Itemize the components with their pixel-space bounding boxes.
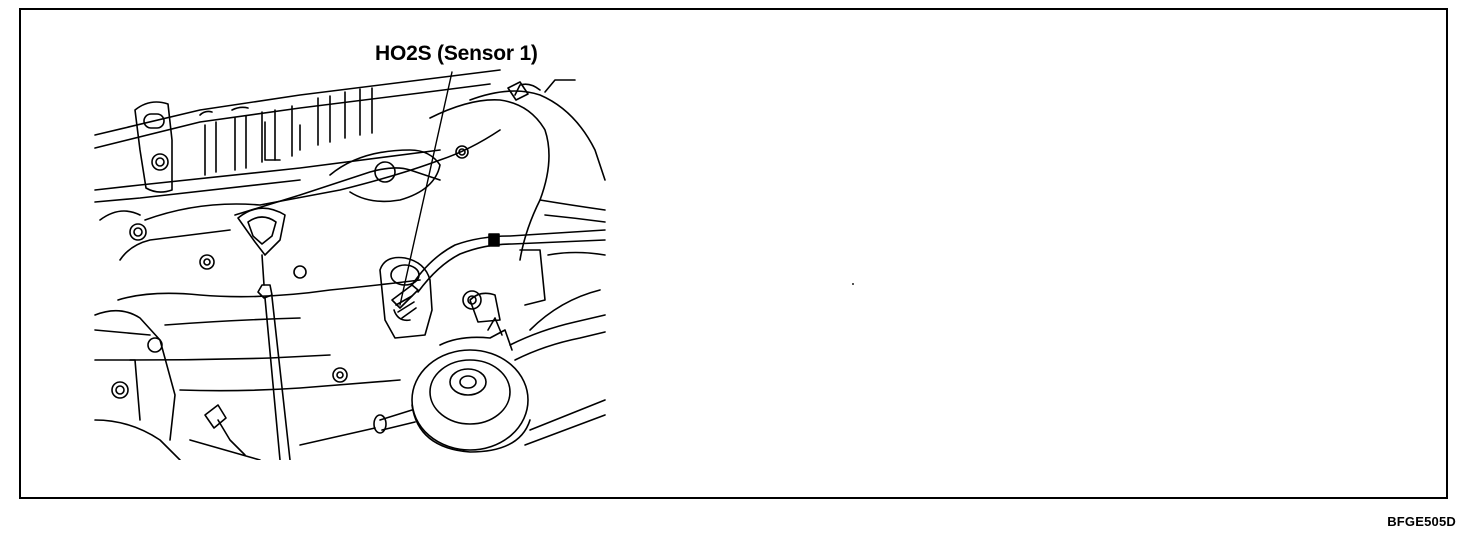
callout-leader-line bbox=[399, 71, 453, 306]
stray-dot bbox=[852, 283, 854, 285]
figure-code: BFGE505D bbox=[1387, 514, 1456, 529]
sensor-callout-label: HO2S (Sensor 1) bbox=[375, 42, 538, 65]
figure-frame bbox=[19, 8, 1448, 499]
engine-linework bbox=[94, 69, 606, 460]
